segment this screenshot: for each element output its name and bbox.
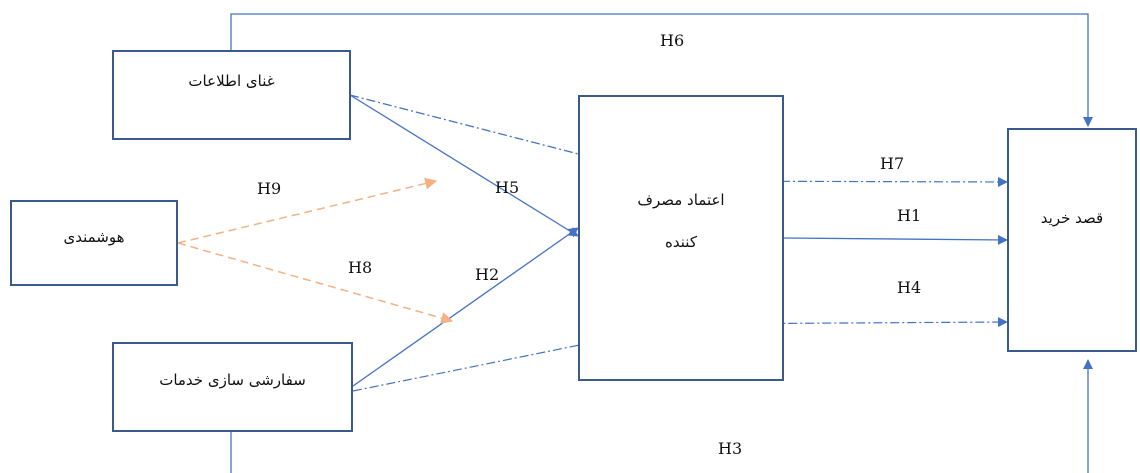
intelligence-box xyxy=(10,200,178,286)
path-h5 xyxy=(349,94,579,237)
consumer-trust-label-line2: کننده xyxy=(665,233,697,251)
hypothesis-label-h4: H4 xyxy=(897,278,922,297)
path-h8 xyxy=(177,242,454,324)
consumer-trust-label-line1: اعتماد مصرف xyxy=(637,191,725,209)
path-h9 xyxy=(177,177,438,244)
service-customization-box xyxy=(112,342,353,432)
information-richness-box xyxy=(112,50,351,140)
hypothesis-label-h1: H1 xyxy=(897,206,922,225)
information-richness-label: غنای اطلاعات xyxy=(188,72,275,90)
hypothesis-label-h9: H9 xyxy=(257,179,282,198)
hypothesis-label-h3: H3 xyxy=(718,439,743,458)
purchase-intention-box xyxy=(1007,128,1137,352)
path-h2 xyxy=(352,227,579,387)
purchase-intention-label: قصد خرید xyxy=(1040,209,1104,227)
hypothesis-label-h6: H6 xyxy=(660,31,685,50)
service-customization-label: سفارشی سازی خدمات xyxy=(159,371,306,389)
hypothesis-label-h7: H7 xyxy=(880,154,905,173)
hypothesis-label-h8: H8 xyxy=(348,258,373,277)
path-h6 xyxy=(230,13,1093,127)
path-h1 xyxy=(783,234,1008,245)
intelligence-label: هوشمندی xyxy=(63,228,125,246)
hypothesis-label-h5: H5 xyxy=(495,178,520,197)
hypothesis-label-h2: H2 xyxy=(475,265,500,284)
consumer-trust-box xyxy=(578,95,784,381)
